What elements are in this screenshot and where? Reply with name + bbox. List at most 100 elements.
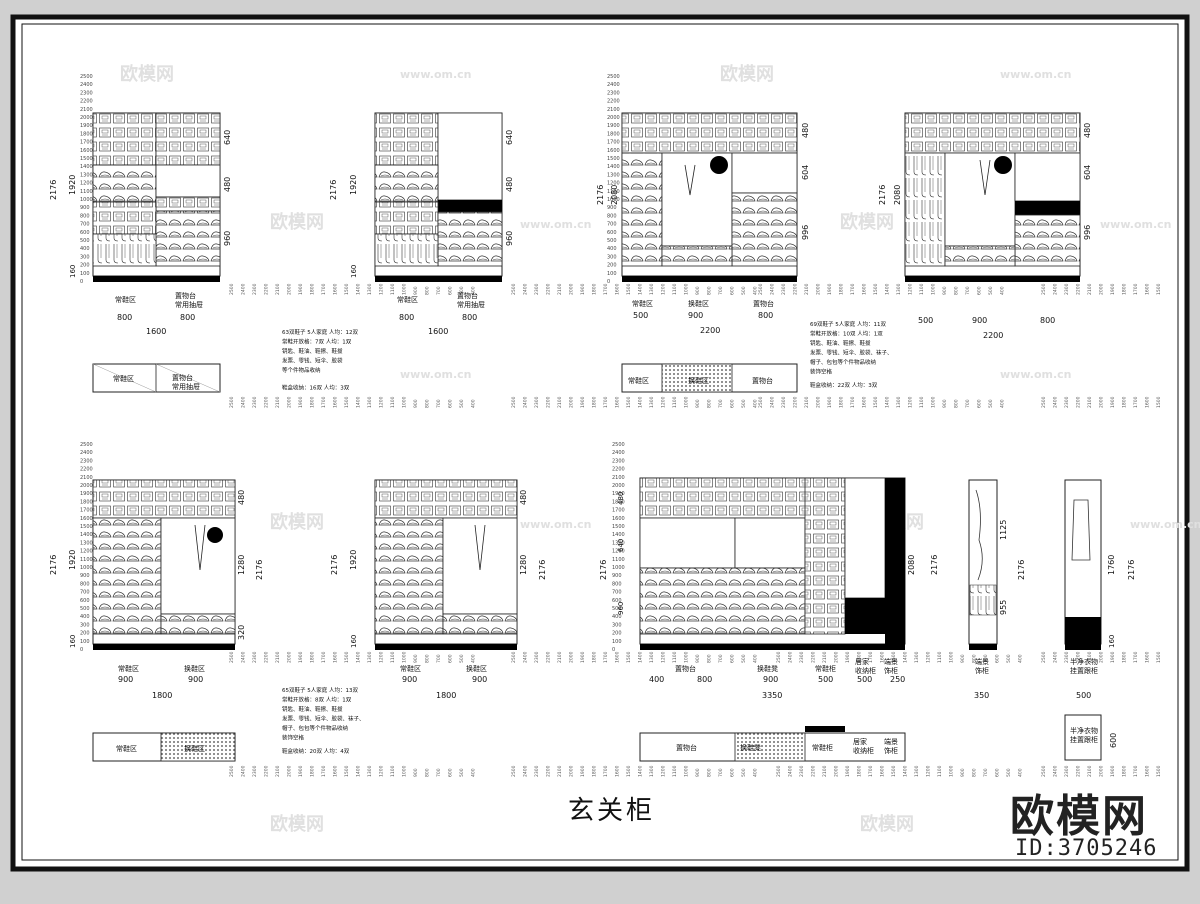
scale-tick: 400 (1000, 286, 1006, 295)
note-line: 鞋盒收纳：22双 人均：3双 (810, 381, 878, 389)
scale-tick: 600 (730, 286, 736, 295)
scale-tick: 1700 (850, 396, 856, 408)
scale-tick: 1700 (1133, 765, 1139, 777)
scale-tick: 1500 (626, 283, 632, 295)
scale-tick: 700 (718, 399, 724, 408)
plan-label: 常用抽屉 (172, 382, 200, 391)
dim-height: 2176 (49, 555, 58, 575)
scale-tick: 1800 (1122, 651, 1128, 663)
scale-tick: 700 (612, 590, 622, 596)
dim-height: 480 (519, 490, 528, 505)
scale-tick: 1000 (684, 396, 690, 408)
zone-label: 换鞋区 (466, 664, 487, 673)
scale-tick: 2200 (264, 283, 270, 295)
scale-tick: 400 (1018, 768, 1024, 777)
scale-tick: 1100 (607, 189, 620, 195)
plan-label: 常鞋区 (113, 374, 134, 383)
scale-tick: 1700 (321, 283, 327, 295)
zone-label: 常用抽屉 (457, 300, 485, 309)
note-line: 帽子、包包等个件物品收纳 (282, 724, 349, 732)
scale-tick: 2000 (569, 283, 575, 295)
scale-tick: 2200 (264, 765, 270, 777)
scale-tick: 200 (80, 631, 90, 637)
zone-label: 置物台 (675, 664, 696, 673)
scale-tick: 2300 (607, 90, 620, 96)
dim-height: 2176 (255, 560, 264, 580)
scale-tick: 1900 (1110, 283, 1116, 295)
scale-tick: 1200 (379, 651, 385, 663)
scale-tick: 1100 (80, 557, 93, 563)
scale-tick: 300 (607, 254, 617, 260)
scale-tick: 800 (80, 213, 90, 219)
scale-tick: 400 (80, 246, 90, 252)
scale-tick: 1300 (649, 283, 655, 295)
scale-tick: 1200 (661, 765, 667, 777)
scale-tick: 2400 (607, 82, 620, 88)
scale-tick: 1200 (80, 549, 93, 555)
scale-tick: 800 (954, 286, 960, 295)
scale-tick: 2200 (80, 99, 93, 105)
plan-label: 置物台 (676, 743, 697, 752)
scale-tick: 700 (436, 286, 442, 295)
scale-tick: 2400 (1053, 283, 1059, 295)
scale-tick: 1800 (310, 651, 316, 663)
zone-label: 收纳柜 (855, 666, 876, 675)
scale-tick: 1600 (1145, 396, 1151, 408)
scale-tick: 1300 (607, 172, 620, 178)
dim-height: 2176 (329, 180, 338, 200)
watermark-text: 欧模网 (270, 813, 324, 835)
scale-tick: 1400 (356, 283, 362, 295)
dim-width: 800 (1040, 316, 1055, 325)
dim-total: 2200 (983, 331, 1003, 340)
panel-elevation-6 (374, 479, 518, 650)
plan-label: 挂置跟柜 (1070, 735, 1098, 744)
scale-tick: 2500 (607, 74, 620, 80)
scale-tick: 2400 (1053, 765, 1059, 777)
scale-tick: 1100 (390, 396, 396, 408)
watermark-url: www.om.cn (400, 68, 472, 81)
scale-tick: 2200 (264, 396, 270, 408)
scale-tick: 500 (1006, 654, 1012, 663)
scale-tick: 1600 (862, 283, 868, 295)
scale-tick: 1600 (615, 283, 621, 295)
scale-tick: 1500 (626, 651, 632, 663)
scale-tick: 1000 (402, 651, 408, 663)
dim-width: 500 (818, 675, 833, 684)
scale-tick: 1200 (612, 549, 625, 555)
scale-tick: 1400 (356, 765, 362, 777)
scale-tick: 800 (612, 581, 622, 587)
scale-tick: 1200 (379, 396, 385, 408)
scale-tick: 2200 (811, 651, 817, 663)
dim-height: 640 (617, 539, 625, 552)
scale-tick: 400 (471, 399, 477, 408)
scale-tick: 2500 (612, 442, 625, 448)
scale-tick: 1500 (1156, 651, 1162, 663)
dim-height: 2176 (596, 185, 605, 205)
scale-tick: 1300 (367, 283, 373, 295)
scale-tick: 900 (80, 205, 90, 211)
scale-tick: 1600 (607, 148, 620, 154)
dim-height: 960 (617, 602, 625, 615)
scale-tick: 800 (972, 768, 978, 777)
scale-tick: 2300 (1064, 283, 1070, 295)
watermark-text: 欧模网 (270, 511, 324, 533)
dim-height: 2176 (538, 560, 547, 580)
scale-tick: 1600 (1145, 283, 1151, 295)
dim-height: 640 (505, 130, 514, 145)
scale-tick: 1000 (931, 396, 937, 408)
scale-tick: 1700 (603, 651, 609, 663)
scale-tick: 1900 (1110, 396, 1116, 408)
scale-tick: 100 (607, 271, 617, 277)
watermark-url: www.om.cn (1130, 518, 1200, 531)
scale-tick: 2000 (1099, 765, 1105, 777)
dim-height: 640 (223, 130, 232, 145)
scale-tick: 2100 (557, 396, 563, 408)
dim-width: 900 (402, 675, 417, 684)
dim-total: 1800 (436, 691, 456, 700)
zone-label: 常鞋区 (115, 295, 136, 304)
dim-height: 2080 (610, 185, 619, 205)
scale-tick: 2400 (241, 396, 247, 408)
watermark-url: www.om.cn (520, 218, 592, 231)
scale-tick: 1300 (80, 540, 93, 546)
panel-elevation-4 (904, 112, 1081, 282)
